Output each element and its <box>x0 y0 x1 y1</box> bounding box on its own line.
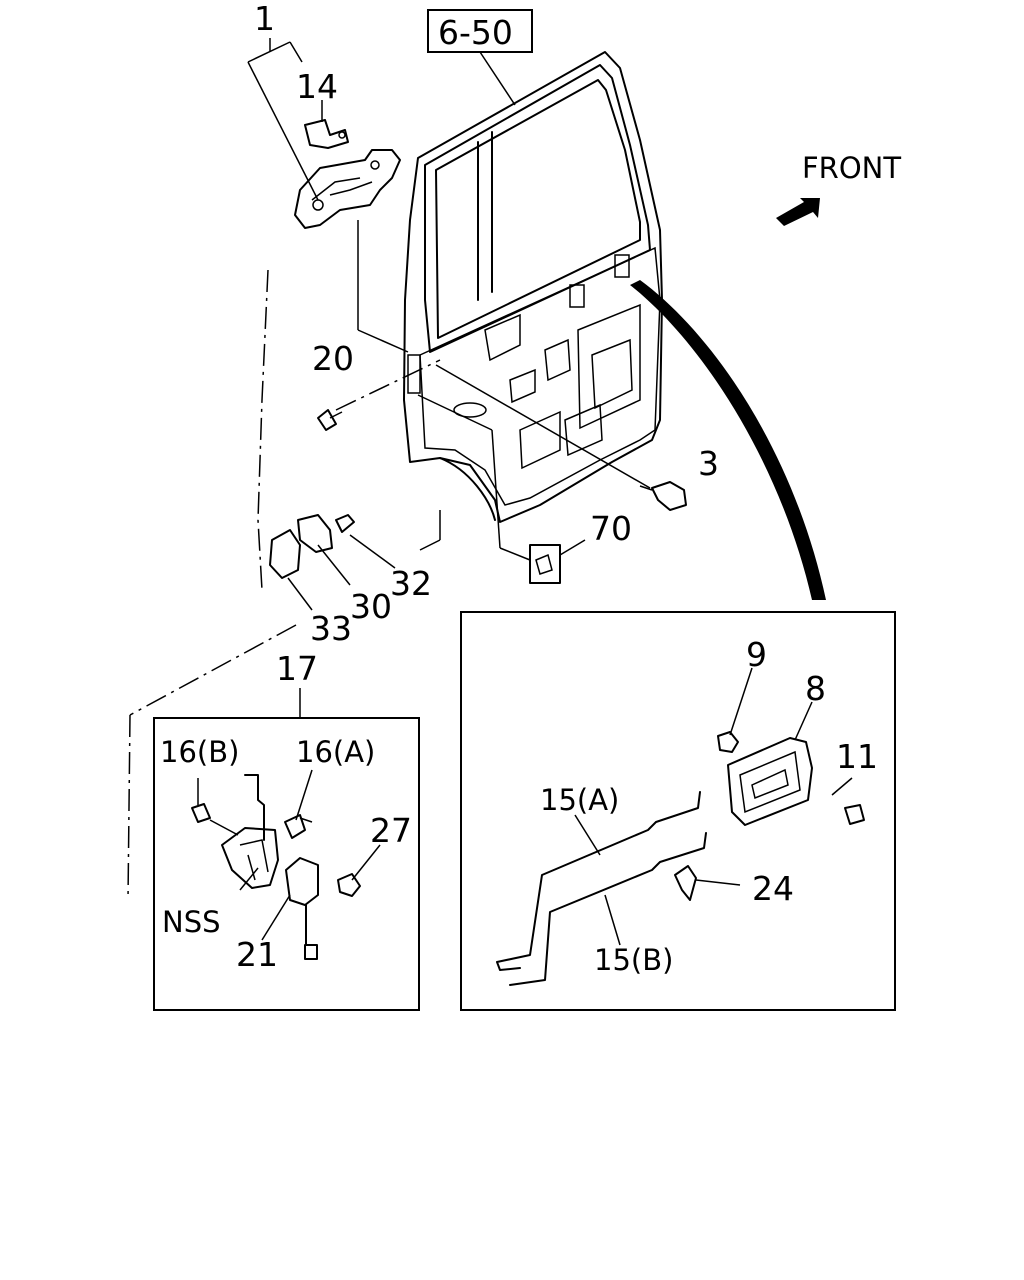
lock-actuator-detail-box <box>153 717 420 1011</box>
inside-handle-detail-box <box>460 611 896 1011</box>
front-label: FRONT <box>802 151 901 185</box>
callout-21: 21 <box>236 935 278 974</box>
plug-70[interactable] <box>529 544 561 584</box>
callout-17: 17 <box>276 649 318 688</box>
reference-label: 6-50 <box>438 13 513 52</box>
callout-15b: 15(B) <box>594 943 673 977</box>
callout-11: 11 <box>836 737 878 776</box>
arrow-right-icon <box>776 198 820 226</box>
leader-lines-right-inset <box>574 667 853 946</box>
bolt-3[interactable] <box>639 481 687 511</box>
detail-pointer-arrow <box>630 280 826 600</box>
leader-lines-left-inset <box>197 769 381 941</box>
clip-24[interactable] <box>674 865 697 901</box>
callout-27: 27 <box>370 811 412 850</box>
nut-9[interactable] <box>717 731 739 753</box>
callout-70: 70 <box>590 509 632 548</box>
bolt-20[interactable] <box>317 409 343 431</box>
callout-30: 30 <box>350 587 392 626</box>
callout-20: 20 <box>312 339 354 378</box>
callout-32: 32 <box>390 564 432 603</box>
callout-33: 33 <box>310 609 352 648</box>
reference-box[interactable]: 6-50 <box>427 9 533 53</box>
callout-1: 1 <box>254 0 275 38</box>
callout-15a: 15(A) <box>540 783 619 817</box>
callout-8: 8 <box>805 669 826 708</box>
door-striker-assembly[interactable] <box>269 514 355 579</box>
inside-handle-8[interactable] <box>727 737 813 826</box>
callout-16a: 16(A) <box>296 735 375 769</box>
reference-leader <box>479 51 516 106</box>
outside-handle-assembly[interactable] <box>294 149 401 229</box>
callout-16b: 16(B) <box>160 735 239 769</box>
callout-3: 3 <box>698 444 719 483</box>
control-rods-15[interactable] <box>496 791 707 986</box>
screw-11[interactable] <box>844 804 865 825</box>
callout-nss: NSS <box>162 905 221 939</box>
door-panel <box>403 51 663 523</box>
callout-14: 14 <box>296 67 338 106</box>
handle-bracket-part[interactable] <box>304 119 349 149</box>
callout-24: 24 <box>752 869 794 908</box>
leader-lines <box>127 38 651 901</box>
callout-9: 9 <box>746 635 767 674</box>
lock-actuator-assembly[interactable] <box>191 774 361 960</box>
